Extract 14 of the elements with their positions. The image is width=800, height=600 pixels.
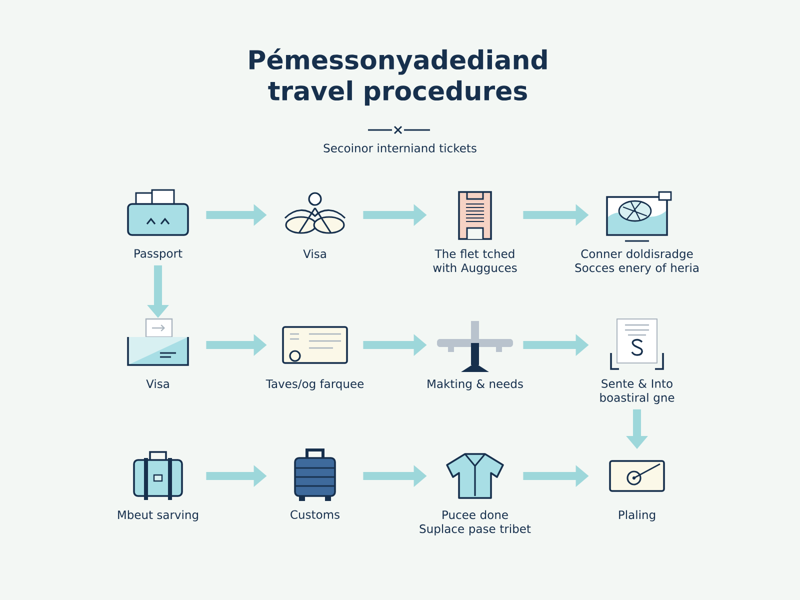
step-label: Pucee done Suplace pase tribet (420, 510, 531, 536)
step-label: Visa (146, 379, 169, 388)
step-label: The flet tched with Augguces (433, 249, 517, 274)
subtitle: Secoinor interniand tickets (324, 144, 476, 152)
step-label: Customs (290, 510, 340, 519)
title: Pémessonyadediand travel procedures (250, 48, 547, 106)
step-label: Taves/og farquee (266, 379, 364, 390)
step-label: Conner doldisradge Socces enery of heria (575, 249, 698, 274)
step-label: Plaling (619, 510, 656, 522)
step-label: Passport (134, 249, 182, 260)
step-label: Mbeut sarving (118, 510, 198, 522)
step-label: Makting & needs (428, 379, 523, 390)
step-label: Visa (303, 249, 326, 258)
step-label: Sente & Into boastiral gne (600, 379, 674, 404)
